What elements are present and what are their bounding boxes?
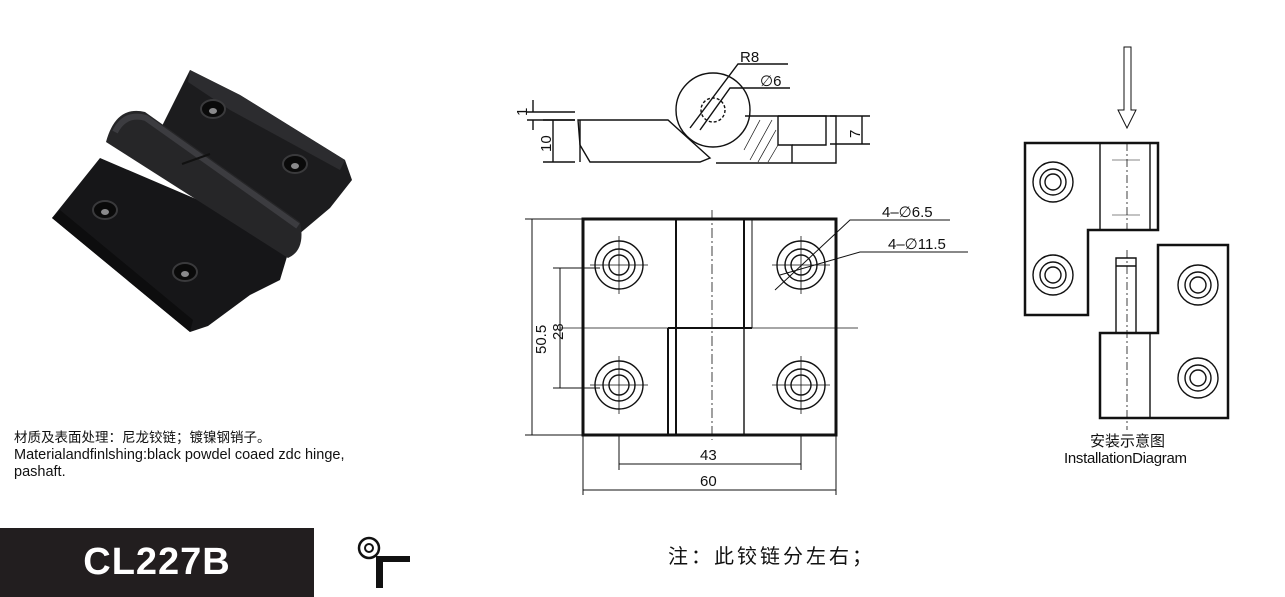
insert-arrow-icon bbox=[1117, 46, 1137, 130]
dim-pin-diameter: ∅6 bbox=[760, 73, 781, 90]
installation-label-cn: 安装示意图 bbox=[1090, 432, 1166, 450]
dim-height-side: 10 bbox=[538, 135, 555, 152]
dim-hole-pitch-h: 43 bbox=[700, 447, 717, 464]
hinge-leaf-front bbox=[52, 158, 292, 332]
note-text: 注：此铰链分左右； bbox=[668, 544, 875, 568]
material-line-cn: 材质及表面处理：尼龙铰链；镀镍钢销子。 bbox=[14, 430, 271, 446]
dim-radius: R8 bbox=[740, 49, 759, 66]
material-line-en-1: Materialandfinlshing:black powdel coaed … bbox=[14, 447, 345, 463]
model-number: CL227B bbox=[83, 541, 231, 583]
installation-label-en: InstallationDiagram bbox=[1064, 450, 1187, 467]
dim-counterbore-depth: 7 bbox=[847, 130, 864, 138]
front-view-outline bbox=[581, 217, 838, 437]
dim-hole-large: 4–∅11.5 bbox=[888, 236, 946, 253]
material-line-en-2: pashaft. bbox=[14, 464, 66, 480]
dim-hole-small: 4–∅6.5 bbox=[882, 204, 933, 221]
dim-overall-height: 50.5 bbox=[533, 325, 550, 354]
dim-overall-width: 60 bbox=[700, 473, 717, 490]
dim-height-top: 1 bbox=[514, 108, 531, 116]
hinge-knuckle bbox=[106, 110, 302, 258]
model-box: CL227B bbox=[0, 528, 314, 597]
material-description: 材质及表面处理：尼龙铰链；镀镍钢销子。 Materialandfinlshing… bbox=[14, 430, 434, 481]
dim-hole-pitch-v: 28 bbox=[550, 323, 567, 340]
knuckle-circle bbox=[675, 72, 751, 148]
